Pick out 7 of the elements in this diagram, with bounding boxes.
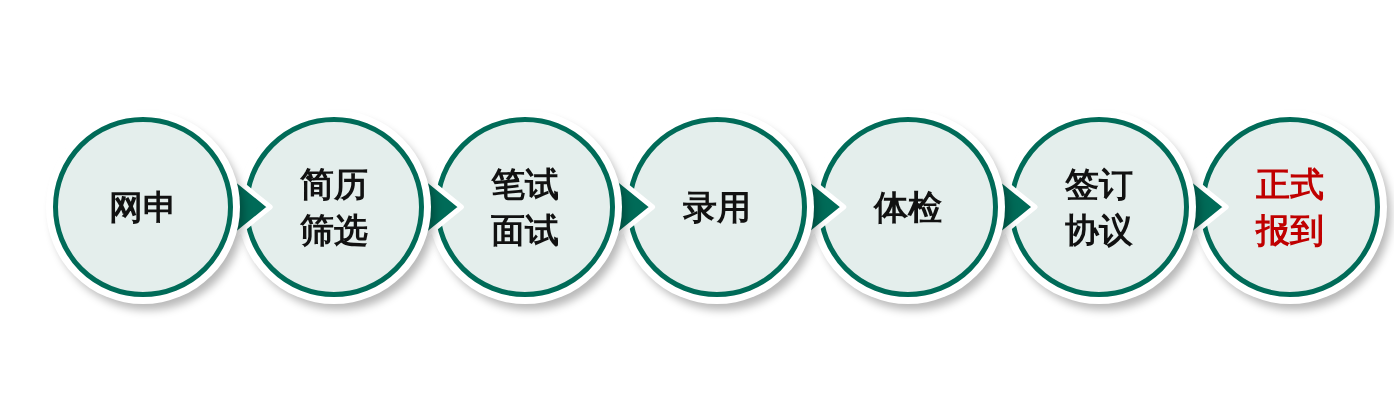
step-label: 简历筛选 <box>299 163 370 252</box>
step-label: 录用 <box>681 186 752 229</box>
step-label: 体检 <box>872 186 943 229</box>
step-label: 签订协议 <box>1064 163 1134 252</box>
step-label: 正式报到 <box>1254 163 1326 252</box>
step-label: 网申 <box>108 186 178 229</box>
step-label: 笔试面试 <box>490 163 561 252</box>
